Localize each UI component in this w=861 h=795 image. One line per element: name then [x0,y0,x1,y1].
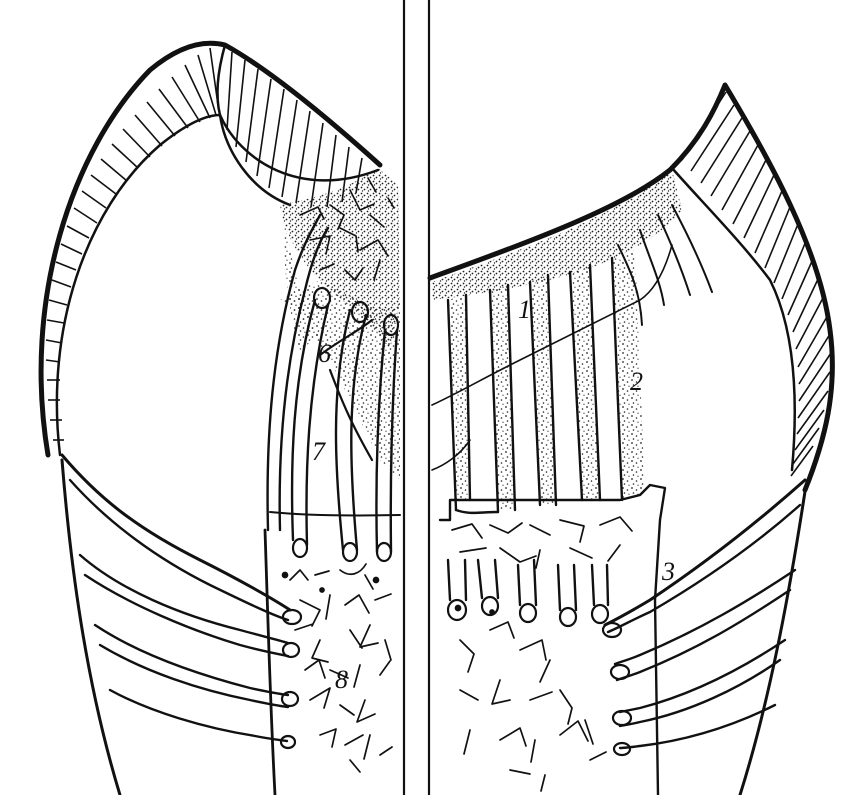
right-lower-tubes [603,480,806,795]
right-half [430,85,832,795]
label-1: 1 [518,295,531,324]
right-short-tubes [448,560,608,626]
label-8: 8 [335,665,348,694]
left-lower-tubes [62,455,301,795]
center-divider [404,0,429,795]
label-2: 2 [630,367,643,396]
label-3: 3 [661,557,675,586]
label-6: 6 [318,339,331,368]
label-7: 7 [312,437,326,466]
right-zone-outline [440,485,665,795]
right-fibrous-region [452,517,632,791]
